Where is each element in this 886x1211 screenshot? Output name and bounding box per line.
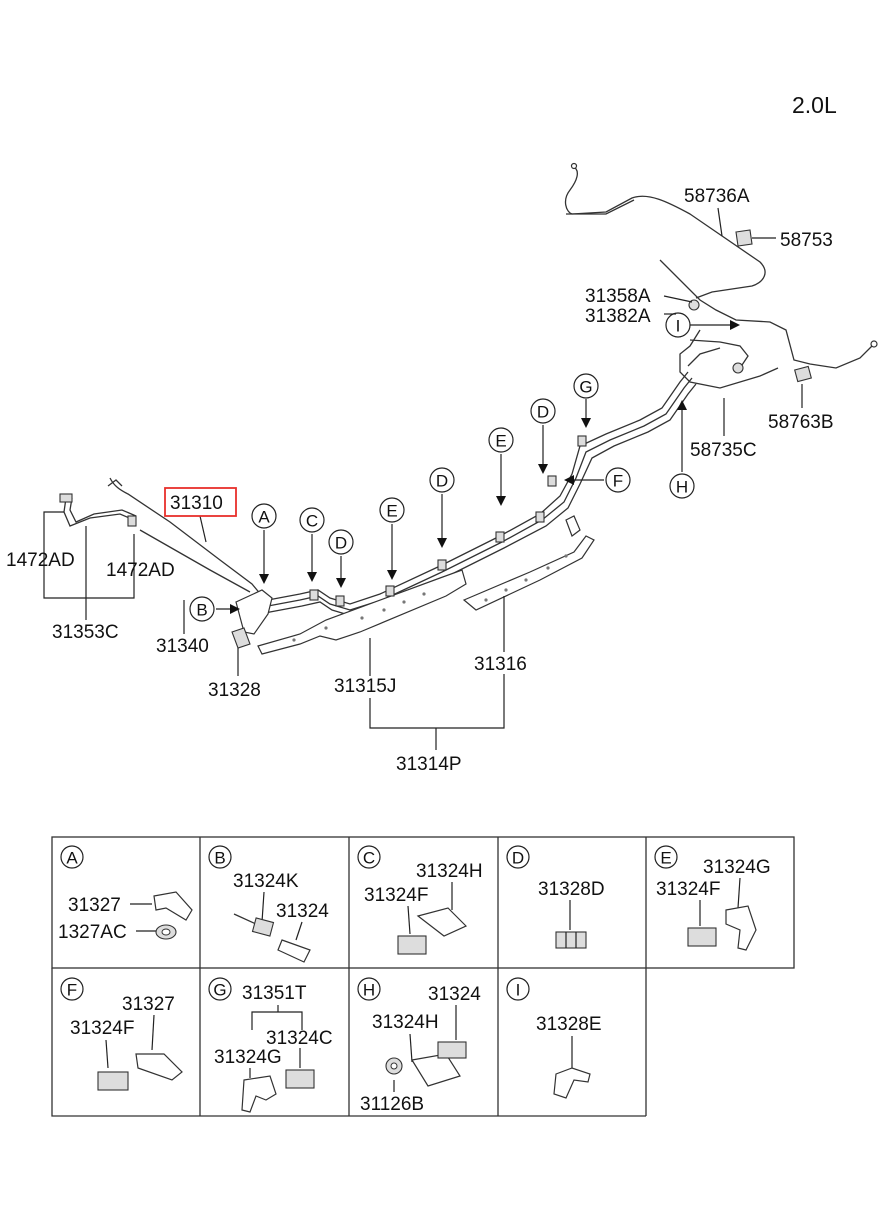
cell-A-part-2: 1327AC (58, 922, 127, 943)
callout-D2: D (436, 472, 448, 491)
cell-G-part-2: 31324C (266, 1028, 333, 1049)
cell-F-part-2: 31324F (70, 1018, 134, 1039)
label-31316: 31316 (474, 654, 527, 675)
cell-E-part-2: 31324F (656, 879, 720, 900)
label-31340: 31340 (156, 636, 209, 657)
cell-H-letter: H (363, 981, 375, 1000)
cell-H-part-1: 31324 (428, 984, 481, 1005)
callout-H: H (676, 478, 688, 497)
callout-D1: D (335, 534, 347, 553)
callout-D3: D (537, 403, 549, 422)
cell-B-part-2: 31324 (276, 901, 329, 922)
label-31314P: 31314P (396, 754, 462, 775)
callout-G: G (579, 378, 592, 397)
label-58736A: 58736A (684, 186, 750, 207)
cell-D-letter: D (512, 849, 524, 868)
cell-C-part-1: 31324H (416, 861, 483, 882)
cell-I-letter: I (516, 981, 521, 1000)
highlight-box-31310 (164, 487, 237, 517)
label-58763B: 58763B (768, 412, 834, 433)
label-31328: 31328 (208, 680, 261, 701)
callout-B: B (196, 601, 207, 620)
label-58735C: 58735C (690, 440, 757, 461)
label-58753: 58753 (780, 230, 833, 251)
cell-F-letter: F (67, 981, 77, 1000)
callout-A: A (258, 508, 270, 527)
cell-I-part-1: 31328E (536, 1014, 602, 1035)
callout-F: F (613, 472, 623, 491)
label-1472AD-right: 1472AD (106, 560, 175, 581)
cell-G-letter: G (213, 981, 226, 1000)
callout-E2: E (495, 432, 506, 451)
cell-A-part-1: 31327 (68, 895, 121, 916)
cell-C-part-2: 31324F (364, 885, 428, 906)
cell-B-part-1: 31324K (233, 871, 299, 892)
callout-E1: E (386, 502, 397, 521)
label-31353C: 31353C (52, 622, 119, 643)
cell-A-letter: A (66, 849, 78, 868)
cell-C-letter: C (363, 849, 375, 868)
cell-G-part-3: 31324G (214, 1047, 282, 1068)
callout-C: C (306, 512, 318, 531)
cell-F-part-1: 31327 (122, 994, 175, 1015)
cell-E-letter: E (660, 849, 671, 868)
cell-H-part-2: 31324H (372, 1012, 439, 1033)
callout-I: I (676, 317, 681, 336)
label-31382A: 31382A (585, 306, 651, 327)
label-31310: 31310 (170, 493, 223, 514)
label-1472AD-left: 1472AD (6, 550, 75, 571)
callouts: A B C D E D E D G F H I (189, 312, 695, 622)
label-31315J: 31315J (334, 676, 396, 697)
cell-H-part-3: 31126B (360, 1094, 424, 1115)
main-assembly (59, 162, 878, 655)
cell-E-part-1: 31324G (703, 857, 771, 878)
engine-label: 2.0L (792, 92, 837, 118)
cell-G-part-1: 31351T (242, 983, 307, 1004)
label-31358A: 31358A (585, 286, 651, 307)
detail-grid: A 31327 1327AC B 31324K 31324 C 31324H 3… (51, 836, 795, 1117)
leader-lines (43, 207, 803, 750)
part-labels: 58736A 58753 31358A 31382A 58763B 58735C… (6, 186, 834, 775)
cell-B-letter: B (214, 849, 225, 868)
cell-D-part-1: 31328D (538, 879, 605, 900)
